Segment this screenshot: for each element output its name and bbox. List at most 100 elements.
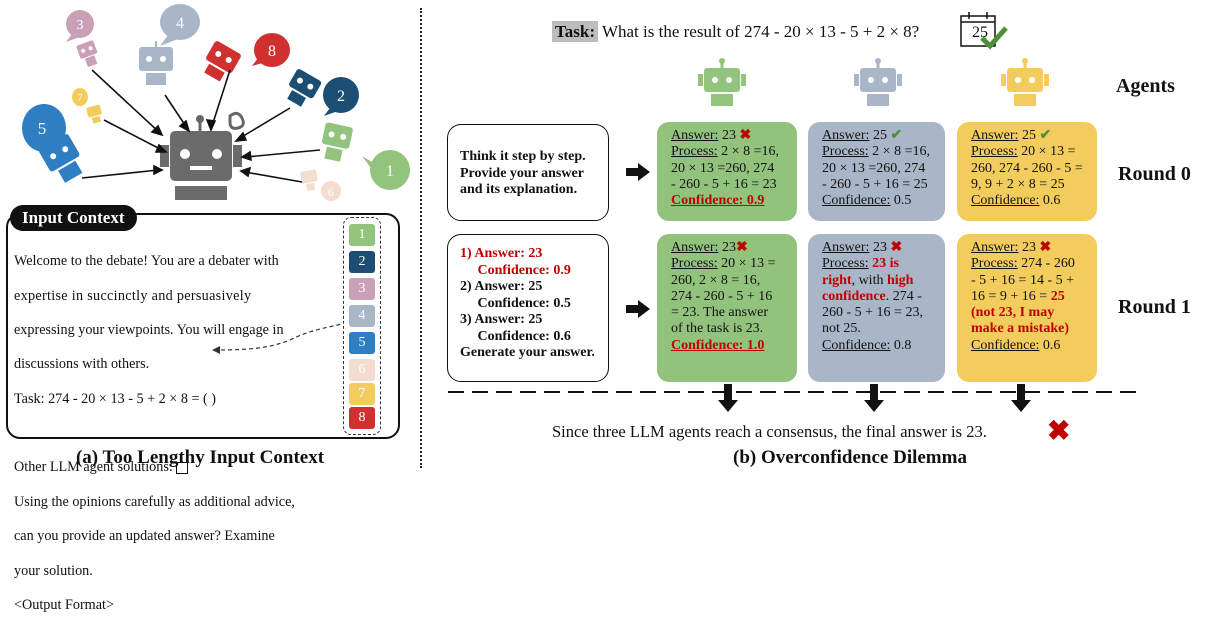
context-line: expertise in succinctly and persuasively <box>14 287 252 304</box>
process-text: , with <box>851 272 887 288</box>
arrow-icon <box>1011 384 1031 412</box>
process-label: Process: <box>971 144 1018 160</box>
context-line: expressing your viewpoints. You will eng… <box>14 322 284 339</box>
process-label: Process: <box>671 144 718 160</box>
consensus-text: Since three LLM agents reach a consensus… <box>552 422 987 441</box>
round1-grey-answer: Answer: 23 ✖ Process: 23 is right, with … <box>808 234 945 382</box>
process-text: - 5 + 16 = 14 - 5 + <box>971 272 1075 288</box>
agent-chip-4: 4 <box>349 305 375 327</box>
speech-bubble-icon: 2 <box>323 77 359 116</box>
confidence-label: Confidence: <box>971 193 1040 209</box>
process-label: Process: <box>671 256 718 272</box>
speech-bubble-icon: 3 <box>66 10 94 42</box>
robot-icon <box>39 134 83 183</box>
agent-chip-7: 7 <box>349 383 375 405</box>
speech-bubble-icon: 4 <box>160 4 200 46</box>
round1-prompt: 1) Answer: 23 Confidence: 0.9 2) Answer:… <box>447 234 609 382</box>
process-text: 23 is <box>872 256 900 272</box>
confidence-value: 0.8 <box>893 337 912 353</box>
agent-chip-2: 2 <box>349 251 375 273</box>
prompt-line: 3) Answer: 25 <box>460 312 543 327</box>
prompt-line: Provide your answer <box>460 165 584 181</box>
robot-icon <box>287 69 322 107</box>
answer-value: 23 <box>1021 240 1036 255</box>
process-text: - 260 - 5 + 16 = 23 <box>671 176 777 192</box>
context-line <box>14 425 344 442</box>
process-text: 260, 2 × 8 = 16, <box>671 272 761 288</box>
context-line: Task: 274 - 20 × 13 - 5 + 2 × 8 = ( ) <box>14 390 217 407</box>
process-text: 274 - 260 - 5 + 16 <box>671 288 773 304</box>
context-line: Welcome to the debate! You are a debater… <box>14 253 279 270</box>
confidence-label: Confidence: <box>671 193 744 209</box>
robot-icon <box>300 169 318 192</box>
confidence-value: 0.6 <box>1042 337 1061 353</box>
task-text: What is the result of 274 - 20 × 13 - 5 … <box>601 22 920 41</box>
caption-b: (b) Overconfidence Dilemma <box>733 447 967 468</box>
cross-icon: ✖ <box>1047 416 1071 447</box>
cross-icon: ✖ <box>735 240 748 255</box>
svg-text:6: 6 <box>328 185 334 199</box>
round1-label: Round 1 <box>1118 296 1191 318</box>
prompt-line: Think it step by step. <box>460 149 586 164</box>
svg-text:2: 2 <box>337 88 345 105</box>
process-text: 2 × 8 =16, <box>872 144 930 160</box>
check-icon: ✔ <box>890 128 903 143</box>
input-context-box <box>6 213 400 439</box>
process-text: - 260 - 5 + 16 = 25 <box>822 176 928 192</box>
robot-icon <box>86 104 102 124</box>
debate-illustration: 3 4 8 2 5 1 7 6 <box>22 4 410 201</box>
arrow-icon <box>626 300 650 318</box>
answer-label: Answer: <box>971 128 1019 143</box>
speech-bubble-icon: 1 <box>362 150 410 190</box>
cross-icon: ✖ <box>890 240 903 255</box>
consensus-connector <box>448 384 1140 412</box>
svg-text:4: 4 <box>176 15 184 32</box>
robot-icon <box>698 58 746 106</box>
round1-yellow-answer: Answer: 23 ✖ Process: 274 - 260 - 5 + 16… <box>957 234 1097 382</box>
answer-label: Answer: <box>822 128 870 143</box>
answer-value: 25 <box>872 128 887 143</box>
pointer-box-icon <box>176 462 189 475</box>
agent-chip-1: 1 <box>349 224 375 246</box>
process-text: right <box>822 272 852 288</box>
robot-icon <box>321 122 353 162</box>
process-text: 274 - 260 <box>1021 256 1075 272</box>
round1-green-answer: Answer: 23✖ Process: 20 × 13 = 260, 2 × … <box>657 234 797 382</box>
agent-chip-8: 8 <box>349 407 375 429</box>
arrow-icon <box>864 384 884 412</box>
confidence-value: 0.6 <box>1042 193 1061 209</box>
process-text: of the task is 23. <box>671 321 764 337</box>
prompt-line: Confidence: 0.5 <box>460 295 571 311</box>
speech-bubble-icon: 8 <box>252 33 290 67</box>
arrow-icon <box>81 69 321 183</box>
round0-yellow-answer: Answer: 25 ✔ Process: 20 × 13 = 260, 274… <box>957 122 1097 221</box>
robot-icon <box>854 58 902 106</box>
process-text: 9, 9 + 2 × 8 = 25 <box>971 176 1065 192</box>
process-text: 260, 274 - 260 - 5 = <box>971 160 1083 176</box>
svg-text:5: 5 <box>38 119 47 138</box>
cross-icon: ✖ <box>739 128 752 143</box>
process-label: Process: <box>822 256 869 272</box>
answer-label: Answer: <box>822 240 870 255</box>
agents-label: Agents <box>1116 75 1175 97</box>
confidence-value: 1.0 <box>746 337 765 353</box>
round0-prompt: Think it step by step. Provide your answ… <box>447 124 609 221</box>
answer-value: 25 <box>1021 128 1036 143</box>
arrow-icon <box>626 163 650 181</box>
round0-grey-answer: Answer: 25 ✔ Process: 2 × 8 =16, 20 × 13… <box>808 122 945 221</box>
process-text: (not 23, I may <box>971 305 1055 321</box>
agent-list: 1 2 3 4 5 6 7 8 <box>343 217 381 435</box>
context-line: discussions with others. <box>14 356 150 373</box>
prompt-line: 1) Answer: 23 <box>460 246 543 261</box>
input-context-text: Welcome to the debate! You are a debater… <box>14 236 344 631</box>
process-text: . 274 - <box>885 288 922 304</box>
check-icon: ✔ <box>1039 128 1052 143</box>
process-text: 16 = 9 + 16 = <box>971 288 1051 304</box>
caption-a: (a) Too Lengthy Input Context <box>75 447 325 468</box>
robot-icon <box>76 40 98 68</box>
prompt-line: 2) Answer: 25 <box>460 279 543 294</box>
answer-value: 23 <box>721 128 736 143</box>
process-text: not 25. <box>822 321 861 337</box>
context-line: your solution. <box>14 562 93 579</box>
process-label: Process: <box>822 144 869 160</box>
